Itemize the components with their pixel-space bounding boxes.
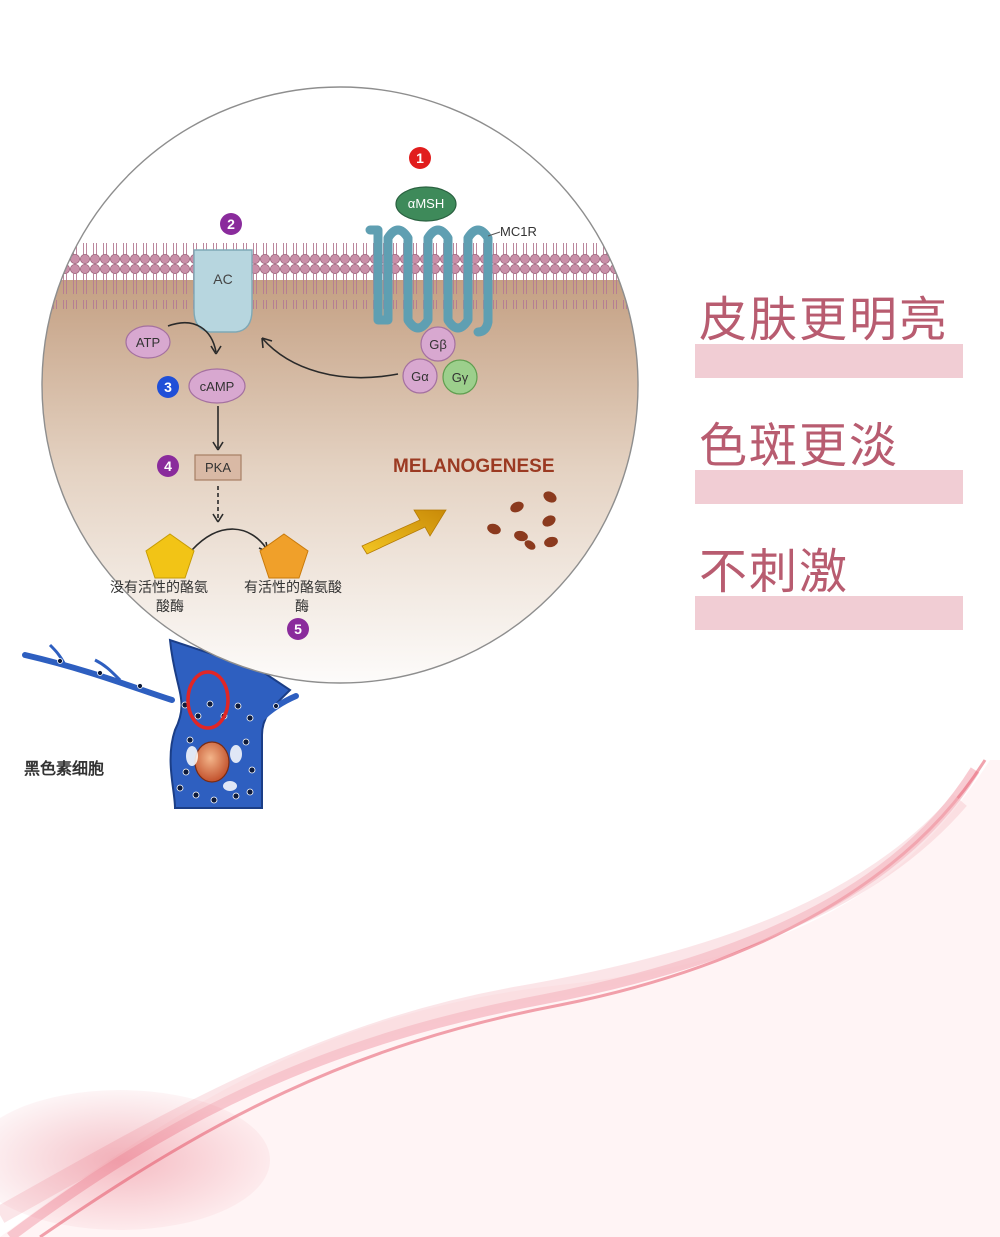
benefit-band [695,470,963,504]
benefit-text: 不刺激 [699,544,850,600]
mc1r-label: MC1R [500,224,537,239]
step-number-1: 1 [416,150,424,166]
pathway-arrows [167,321,399,553]
decorative-ribbon [0,759,1000,1237]
step-number-2: 2 [227,216,235,232]
step-number-4: 4 [164,458,172,474]
benefit-non-irritating: 不刺激 [695,542,963,630]
ac-label: AC [213,271,232,287]
cell-membrane [42,243,638,309]
adenylate-cyclase: AC [193,249,253,333]
magnified-view [41,86,639,684]
amsh-label: αMSH [408,196,444,211]
benefit-lighter-spots: 色斑更淡 [695,416,963,504]
step-number-5: 5 [294,621,302,637]
benefit-band [695,344,963,378]
benefit-brighter-skin: 皮肤更明亮 [695,290,963,378]
camp-molecule: cAMP [188,368,246,404]
melanin-granules [487,491,558,550]
melanogenese-label: MELANOGENESE [393,456,555,477]
benefit-band [695,596,963,630]
g-protein-complex: Gβ Gα Gγ [402,326,478,395]
active-tyrosinase [259,533,309,579]
step-badge-3: 3 [157,376,179,398]
atp-label: ATP [136,335,160,350]
melanocyte-cell [22,638,299,809]
melanogenesis-arrow [361,509,447,555]
benefit-text: 皮肤更明亮 [699,292,950,348]
atp-molecule: ATP [125,325,171,359]
camp-label: cAMP [200,379,235,394]
amsh-ligand: αMSH [395,186,457,222]
inactive-tyrosinase-label-2: 酸酶 [156,599,184,615]
benefit-text: 色斑更淡 [699,418,900,474]
step-badge-1: 1 [409,147,431,169]
mc1r-receptor: MC1R [365,224,537,337]
pka-enzyme: PKA [194,454,242,481]
step-badge-2: 2 [220,213,242,235]
melanocyte-label: 黑色素细胞 [24,759,104,778]
step-badge-5: 5 [287,618,309,640]
inactive-tyrosinase [145,533,195,579]
step-badge-4: 4 [157,455,179,477]
active-tyrosinase-label-1: 有活性的酪氨酸 [244,580,342,596]
active-tyrosinase-label-2: 酶 [295,599,309,615]
pka-label: PKA [205,460,231,475]
g-gamma-label: Gγ [452,370,469,385]
g-alpha-label: Gα [411,369,429,384]
g-beta-label: Gβ [429,337,447,352]
inactive-tyrosinase-label-1: 没有活性的酪氨 [110,580,208,596]
step-number-3: 3 [164,379,172,395]
